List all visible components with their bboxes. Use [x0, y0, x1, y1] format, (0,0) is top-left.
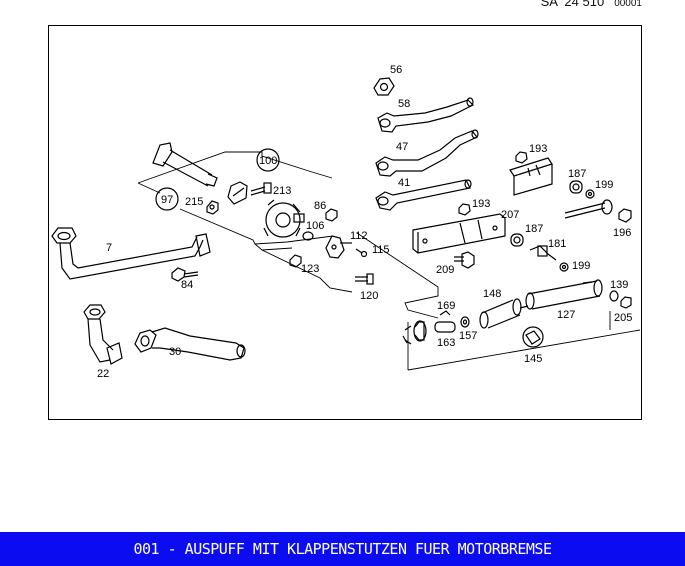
label-123: 123 — [301, 263, 319, 275]
diagram-frame — [48, 25, 642, 420]
label-86: 86 — [314, 200, 326, 212]
bolt-120 — [355, 273, 374, 285]
label-47: 47 — [396, 141, 408, 153]
pin-115 — [355, 248, 368, 258]
label-41: 41 — [398, 177, 410, 189]
flange-gasket-56 — [373, 77, 395, 96]
lever-112 — [325, 235, 352, 259]
ring-157 — [460, 316, 470, 328]
bracket-upper — [509, 157, 553, 196]
bolt-209 — [454, 251, 475, 269]
label-30: 30 — [169, 346, 181, 358]
label-97: 97 — [161, 194, 173, 206]
rod-upper — [564, 199, 613, 219]
diagram-code-sub: 00001 — [614, 0, 642, 9]
label-56: 56 — [390, 64, 402, 76]
clamp-139 — [609, 290, 619, 302]
exploded-parts-drawing: 56 58 47 41 100 97 215 213 86 106 112 11… — [51, 64, 641, 380]
nut-86 — [325, 208, 338, 222]
washer-199-upper — [585, 189, 595, 199]
valve-shaft — [152, 142, 218, 187]
label-127: 127 — [557, 309, 575, 321]
bolt-181 — [529, 245, 557, 261]
bolt-196 — [618, 208, 632, 223]
plug-169 — [434, 310, 456, 333]
nut-193-upper — [515, 151, 528, 164]
label-187-lower: 187 — [525, 223, 543, 235]
silencer-148 — [479, 298, 529, 329]
label-22: 22 — [97, 368, 109, 380]
label-207: 207 — [501, 209, 519, 221]
silencer-127 — [525, 279, 603, 310]
label-100: 100 — [259, 155, 277, 167]
label-112: 112 — [350, 230, 368, 242]
diagram-code: SA 24 510 00001 — [541, 0, 642, 9]
nut-215 — [206, 200, 219, 215]
diagram-title-bar: 001 - AUSPUFF MIT KLAPPENSTUTZEN FUER MO… — [0, 532, 685, 566]
callout-circle-97 — [155, 187, 179, 211]
label-115: 115 — [372, 244, 390, 256]
label-169: 169 — [437, 300, 455, 312]
label-193-upper: 193 — [529, 143, 547, 155]
diagram-title: 001 - AUSPUFF MIT KLAPPENSTUTZEN FUER MO… — [133, 540, 552, 558]
pipe-163 — [402, 320, 427, 345]
downpipe-7 — [51, 227, 211, 280]
label-148: 148 — [483, 288, 501, 300]
washer-199-lower — [559, 262, 569, 272]
pipe-58 — [377, 97, 475, 133]
label-193-lower: 193 — [472, 198, 490, 210]
bolt-213 — [250, 182, 272, 196]
valve-assembly-outline — [137, 151, 641, 371]
label-7: 7 — [106, 242, 112, 254]
bushing-187-upper — [569, 180, 583, 194]
label-106: 106 — [306, 220, 324, 232]
elbow-pipe-22 — [83, 304, 123, 365]
diagram-code-main: SA 24 510 — [540, 0, 605, 9]
bushing-106 — [302, 231, 314, 241]
wrench-145 — [522, 326, 544, 348]
label-205: 205 — [614, 312, 632, 324]
label-215: 215 — [185, 196, 203, 208]
pipe-47 — [375, 129, 479, 177]
label-213: 213 — [273, 185, 291, 197]
label-139: 139 — [610, 279, 628, 291]
label-196: 196 — [613, 227, 631, 239]
label-181: 181 — [548, 238, 566, 250]
label-120: 120 — [360, 290, 378, 302]
label-199-lower: 199 — [572, 260, 590, 272]
label-58: 58 — [398, 98, 410, 110]
bracket-207 — [412, 213, 506, 254]
label-209: 209 — [436, 264, 454, 276]
nut-193-lower — [458, 203, 471, 216]
label-199-upper: 199 — [595, 179, 613, 191]
valve-plate — [227, 181, 248, 205]
nut-123 — [289, 254, 302, 268]
pipe-30 — [134, 327, 246, 361]
bushing-187-lower — [510, 233, 524, 247]
label-163: 163 — [437, 337, 455, 349]
callout-circle-100 — [256, 148, 280, 172]
label-187-upper: 187 — [568, 168, 586, 180]
label-145: 145 — [524, 353, 542, 365]
valve-housing — [263, 199, 305, 238]
label-84: 84 — [181, 279, 193, 291]
nut-205 — [620, 296, 632, 309]
bolt-84 — [171, 267, 199, 282]
label-157: 157 — [459, 330, 477, 342]
pipe-41 — [375, 179, 472, 211]
